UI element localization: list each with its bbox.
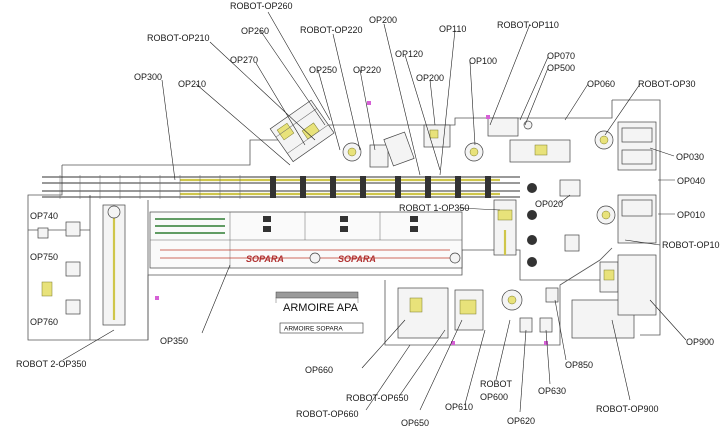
label-robot-op10: ROBOT-OP10	[662, 240, 720, 250]
label-op500: OP500	[547, 63, 575, 73]
label-robot-op600-line1: ROBOT	[480, 379, 513, 389]
leader-lines	[62, 11, 687, 413]
label-op220: OP220	[353, 65, 381, 75]
label-robot-op30: ROBOT-OP30	[638, 79, 696, 89]
op900-cell	[571, 254, 657, 339]
label-op250: OP250	[309, 65, 337, 75]
label-op620: OP620	[507, 416, 535, 426]
label-op020: OP020	[535, 199, 563, 209]
op740-760-cells	[37, 204, 126, 326]
label-op200-mid: OP200	[416, 73, 444, 83]
label-robot-op110: ROBOT-OP110	[497, 20, 559, 30]
label-robot-op220: ROBOT-OP220	[300, 25, 363, 35]
label-robot-op650: ROBOT-OP650	[346, 393, 409, 403]
label-op650: OP650	[401, 418, 429, 428]
station-labels: ROBOT-OP260 ROBOT-OP210 OP260 ROBOT-OP22…	[16, 1, 720, 428]
label-op100: OP100	[469, 56, 497, 66]
label-op030: OP030	[676, 152, 704, 162]
label-op750: OP750	[30, 252, 58, 262]
label-robot-op600-line2: OP600	[480, 392, 508, 402]
label-op270: OP270	[230, 55, 258, 65]
main-conveyor	[42, 175, 520, 199]
op600-cell	[501, 287, 559, 333]
label-op660: OP660	[305, 365, 333, 375]
label-op060: OP060	[587, 79, 615, 89]
op200-cell	[423, 124, 451, 148]
op010-station	[596, 194, 657, 244]
op060-cell	[509, 120, 571, 163]
label-op010: OP010	[677, 210, 705, 220]
label-robot-op210: ROBOT-OP210	[147, 33, 210, 43]
op100-cell	[464, 117, 519, 162]
label-robot-op900: ROBOT-OP900	[596, 404, 659, 414]
sopara-brand-1: SOPARA	[246, 254, 284, 264]
op650-op660-cell	[397, 287, 484, 339]
armoire-sopara-label: ARMOIRE SOPARA	[284, 326, 343, 333]
label-robot-op660: ROBOT-OP660	[296, 409, 359, 419]
robot1-op350-cell	[493, 199, 517, 256]
op350-unit: SOPARA SOPARA	[149, 211, 463, 269]
armoire-apa-label: ARMOIRE APA	[283, 302, 359, 314]
label-op210: OP210	[178, 79, 206, 89]
label-op300: OP300	[134, 72, 162, 82]
label-op260: OP260	[241, 26, 269, 36]
label-op040: OP040	[677, 176, 705, 186]
label-op630: OP630	[538, 386, 566, 396]
label-robot-op260: ROBOT-OP260	[230, 1, 293, 11]
op220-cell	[342, 131, 415, 168]
label-op120: OP120	[395, 49, 423, 59]
op030-station	[594, 121, 657, 171]
label-op740: OP740	[30, 211, 58, 221]
label-op110: OP110	[439, 24, 466, 34]
label-op760: OP760	[30, 317, 58, 327]
label-robot1-op350: ROBOT 1-OP350	[399, 203, 469, 213]
op020-cell	[527, 179, 581, 267]
label-op350: OP350	[160, 336, 188, 346]
sopara-brand-2: SOPARA	[338, 254, 376, 264]
label-robot2-op350: ROBOT 2-OP350	[16, 359, 86, 369]
label-op610: OP610	[445, 402, 473, 412]
label-op850: OP850	[565, 360, 593, 370]
armoire-sopara: ARMOIRE SOPARA	[279, 322, 364, 334]
armoire-apa: ARMOIRE APA	[275, 291, 359, 314]
op250-op270-cluster	[269, 99, 335, 163]
label-op200-top: OP200	[369, 15, 397, 25]
magenta-markers	[155, 101, 548, 345]
label-op900: OP900	[686, 337, 714, 347]
label-op070: OP070	[547, 51, 575, 61]
enclosure-walls	[27, 99, 661, 346]
